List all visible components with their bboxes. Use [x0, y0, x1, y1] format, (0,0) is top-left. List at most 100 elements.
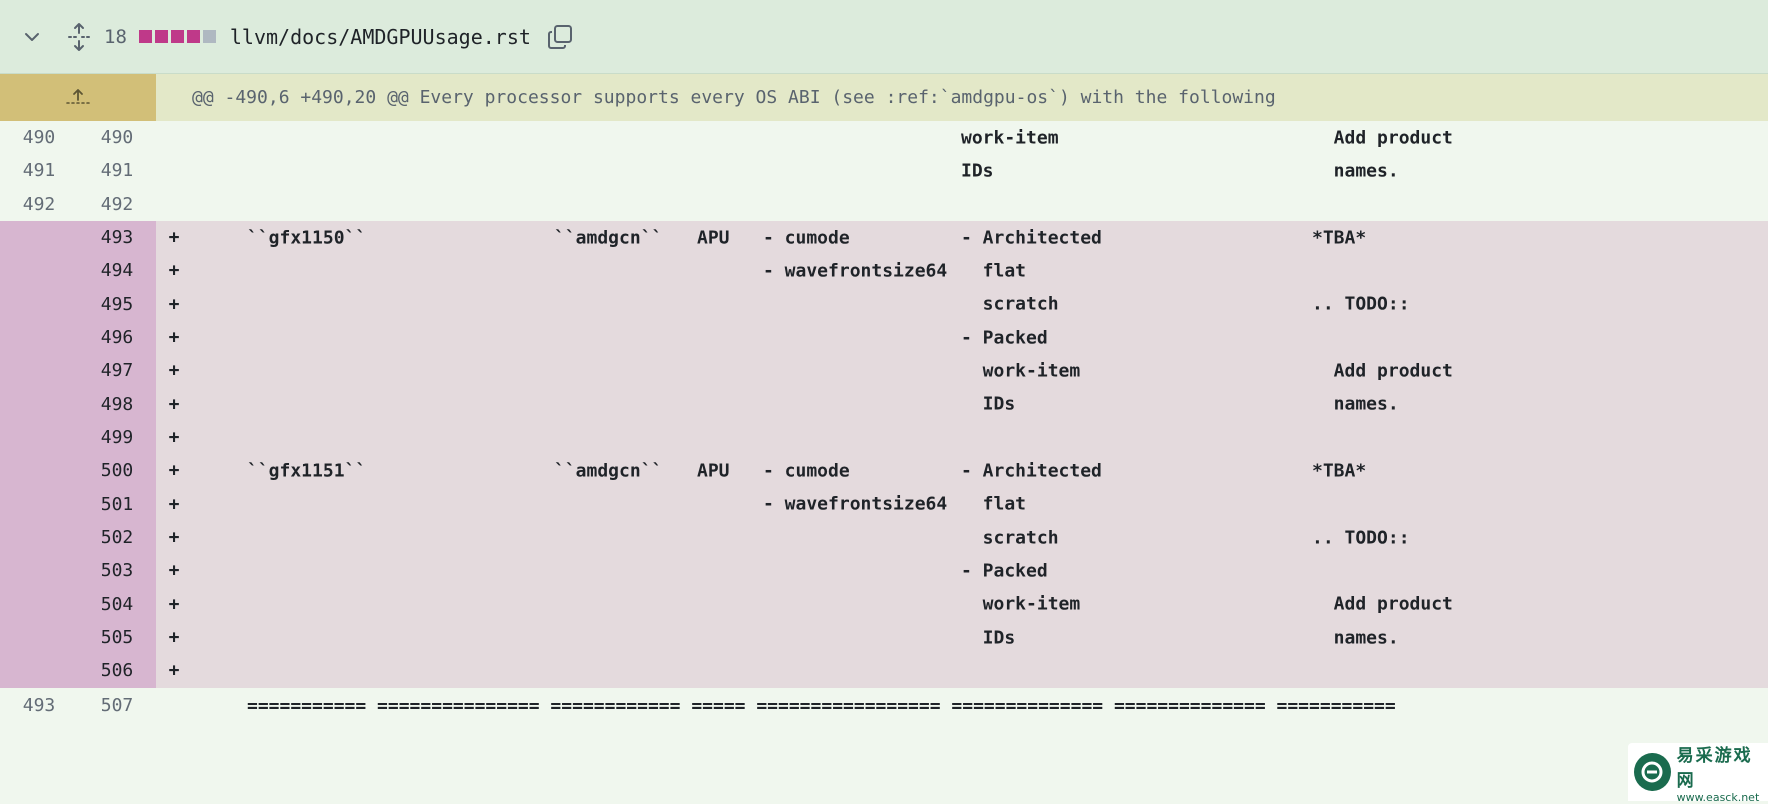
old-line-number[interactable] — [0, 454, 78, 487]
diff-marker: + — [156, 427, 192, 448]
code-line: scratch .. TODO:: — [192, 521, 1768, 554]
code-line: work-item Add product — [192, 354, 1768, 387]
diff-marker: + — [156, 594, 192, 615]
code-cell-c6: names. — [1312, 627, 1399, 648]
diff-marker: + — [156, 494, 192, 515]
expand-up-icon — [65, 86, 91, 110]
old-line-number[interactable] — [0, 521, 78, 554]
code-line — [192, 654, 1768, 687]
new-line-number[interactable]: 492 — [78, 188, 156, 221]
new-line-number[interactable]: 500 — [78, 454, 156, 487]
diff-marker: + — [156, 294, 192, 315]
diff-marker: + — [156, 460, 192, 481]
old-line-number[interactable] — [0, 621, 78, 654]
file-path[interactable]: llvm/docs/AMDGPUUsage.rst — [230, 25, 531, 49]
old-line-number[interactable] — [0, 488, 78, 521]
code-cell-c5: IDs — [961, 627, 1015, 648]
code-line: - wavefrontsize64 flat — [192, 488, 1768, 521]
code-cell-c1: ``gfx1150`` — [247, 227, 366, 248]
change-count: 18 — [104, 26, 127, 48]
diff-row: 496+- Packed — [0, 321, 1768, 354]
code-cell-c6: Add product — [1312, 594, 1453, 615]
code-cell-c1: =========== =============== ============… — [247, 695, 1396, 716]
diff-row: 501+- wavefrontsize64 flat — [0, 488, 1768, 521]
code-line: =========== =============== ============… — [192, 688, 1768, 724]
code-cell-c5: - Architected — [961, 460, 1102, 481]
diffstat-block — [171, 30, 184, 43]
code-cell-c6: names. — [1312, 394, 1399, 415]
code-cell-c4: - cumode — [763, 460, 850, 481]
old-line-number[interactable] — [0, 554, 78, 587]
new-line-number[interactable]: 498 — [78, 388, 156, 421]
new-line-number[interactable]: 506 — [78, 654, 156, 687]
hunk-header: @@ -490,6 +490,20 @@ Every processor sup… — [0, 74, 1768, 121]
diff-row: 500+``gfx1151````amdgcn``APU- cumode- Ar… — [0, 454, 1768, 487]
expand-up-button[interactable] — [0, 74, 156, 121]
watermark-name: 易采游戏网 — [1677, 741, 1768, 791]
code-cell-c5: work-item — [961, 594, 1080, 615]
old-line-number[interactable]: 492 — [0, 188, 78, 221]
new-line-number[interactable]: 501 — [78, 488, 156, 521]
code-line: work-item Add product — [192, 121, 1768, 154]
code-line — [192, 188, 1768, 221]
code-cell-c6: names. — [1312, 160, 1399, 181]
old-line-number[interactable]: 491 — [0, 154, 78, 187]
expand-vertical-icon[interactable] — [64, 20, 94, 54]
code-cell-c6: .. TODO:: — [1312, 294, 1410, 315]
code-line: ``gfx1151````amdgcn``APU- cumode- Archit… — [192, 454, 1768, 487]
code-cell-c6: .. TODO:: — [1312, 527, 1410, 548]
copy-icon[interactable] — [545, 22, 575, 52]
new-line-number[interactable]: 499 — [78, 421, 156, 454]
code-line: IDs names. — [192, 388, 1768, 421]
watermark: 易采游戏网 www.easck.net — [1628, 743, 1768, 801]
diff-marker: + — [156, 394, 192, 415]
watermark-url: www.easck.net — [1677, 791, 1768, 804]
diffstat-block — [203, 30, 216, 43]
diff-row: 505+ IDs names. — [0, 621, 1768, 654]
code-line: - wavefrontsize64 flat — [192, 254, 1768, 287]
old-line-number[interactable] — [0, 254, 78, 287]
code-cell-c4: - wavefrontsize64 — [763, 260, 947, 281]
new-line-number[interactable]: 490 — [78, 121, 156, 154]
new-line-number[interactable]: 493 — [78, 221, 156, 254]
old-line-number[interactable] — [0, 388, 78, 421]
new-line-number[interactable]: 502 — [78, 521, 156, 554]
diff-row: 499+ — [0, 421, 1768, 454]
old-line-number[interactable]: 490 — [0, 121, 78, 154]
new-line-number[interactable]: 497 — [78, 354, 156, 387]
new-line-number[interactable]: 507 — [78, 688, 156, 724]
old-line-number[interactable] — [0, 288, 78, 321]
old-line-number[interactable] — [0, 354, 78, 387]
old-line-number[interactable] — [0, 654, 78, 687]
chevron-down-icon[interactable] — [20, 25, 44, 49]
new-line-number[interactable]: 503 — [78, 554, 156, 587]
diff-row: 504+ work-item Add product — [0, 588, 1768, 621]
new-line-number[interactable]: 496 — [78, 321, 156, 354]
diff-row: 494+- wavefrontsize64 flat — [0, 254, 1768, 287]
old-line-number[interactable] — [0, 421, 78, 454]
old-line-number[interactable] — [0, 321, 78, 354]
old-line-number[interactable] — [0, 221, 78, 254]
file-header: 18 llvm/docs/AMDGPUUsage.rst — [0, 0, 1768, 74]
code-cell-c5: IDs — [961, 394, 1015, 415]
old-line-number[interactable] — [0, 588, 78, 621]
diff-row: 495+ scratch.. TODO:: — [0, 288, 1768, 321]
code-line: scratch.. TODO:: — [192, 288, 1768, 321]
new-line-number[interactable]: 494 — [78, 254, 156, 287]
new-line-number[interactable]: 505 — [78, 621, 156, 654]
diff-marker: + — [156, 260, 192, 281]
diff-row: 493+``gfx1150````amdgcn``APU- cumode- Ar… — [0, 221, 1768, 254]
new-line-number[interactable]: 491 — [78, 154, 156, 187]
code-cell-c5: work-item — [961, 360, 1080, 381]
new-line-number[interactable]: 504 — [78, 588, 156, 621]
code-cell-c6: Add product — [1312, 360, 1453, 381]
diff-marker: + — [156, 360, 192, 381]
old-line-number[interactable]: 493 — [0, 688, 78, 724]
diff-marker: + — [156, 527, 192, 548]
new-line-number[interactable]: 495 — [78, 288, 156, 321]
code-cell-c5: scratch — [961, 527, 1059, 548]
